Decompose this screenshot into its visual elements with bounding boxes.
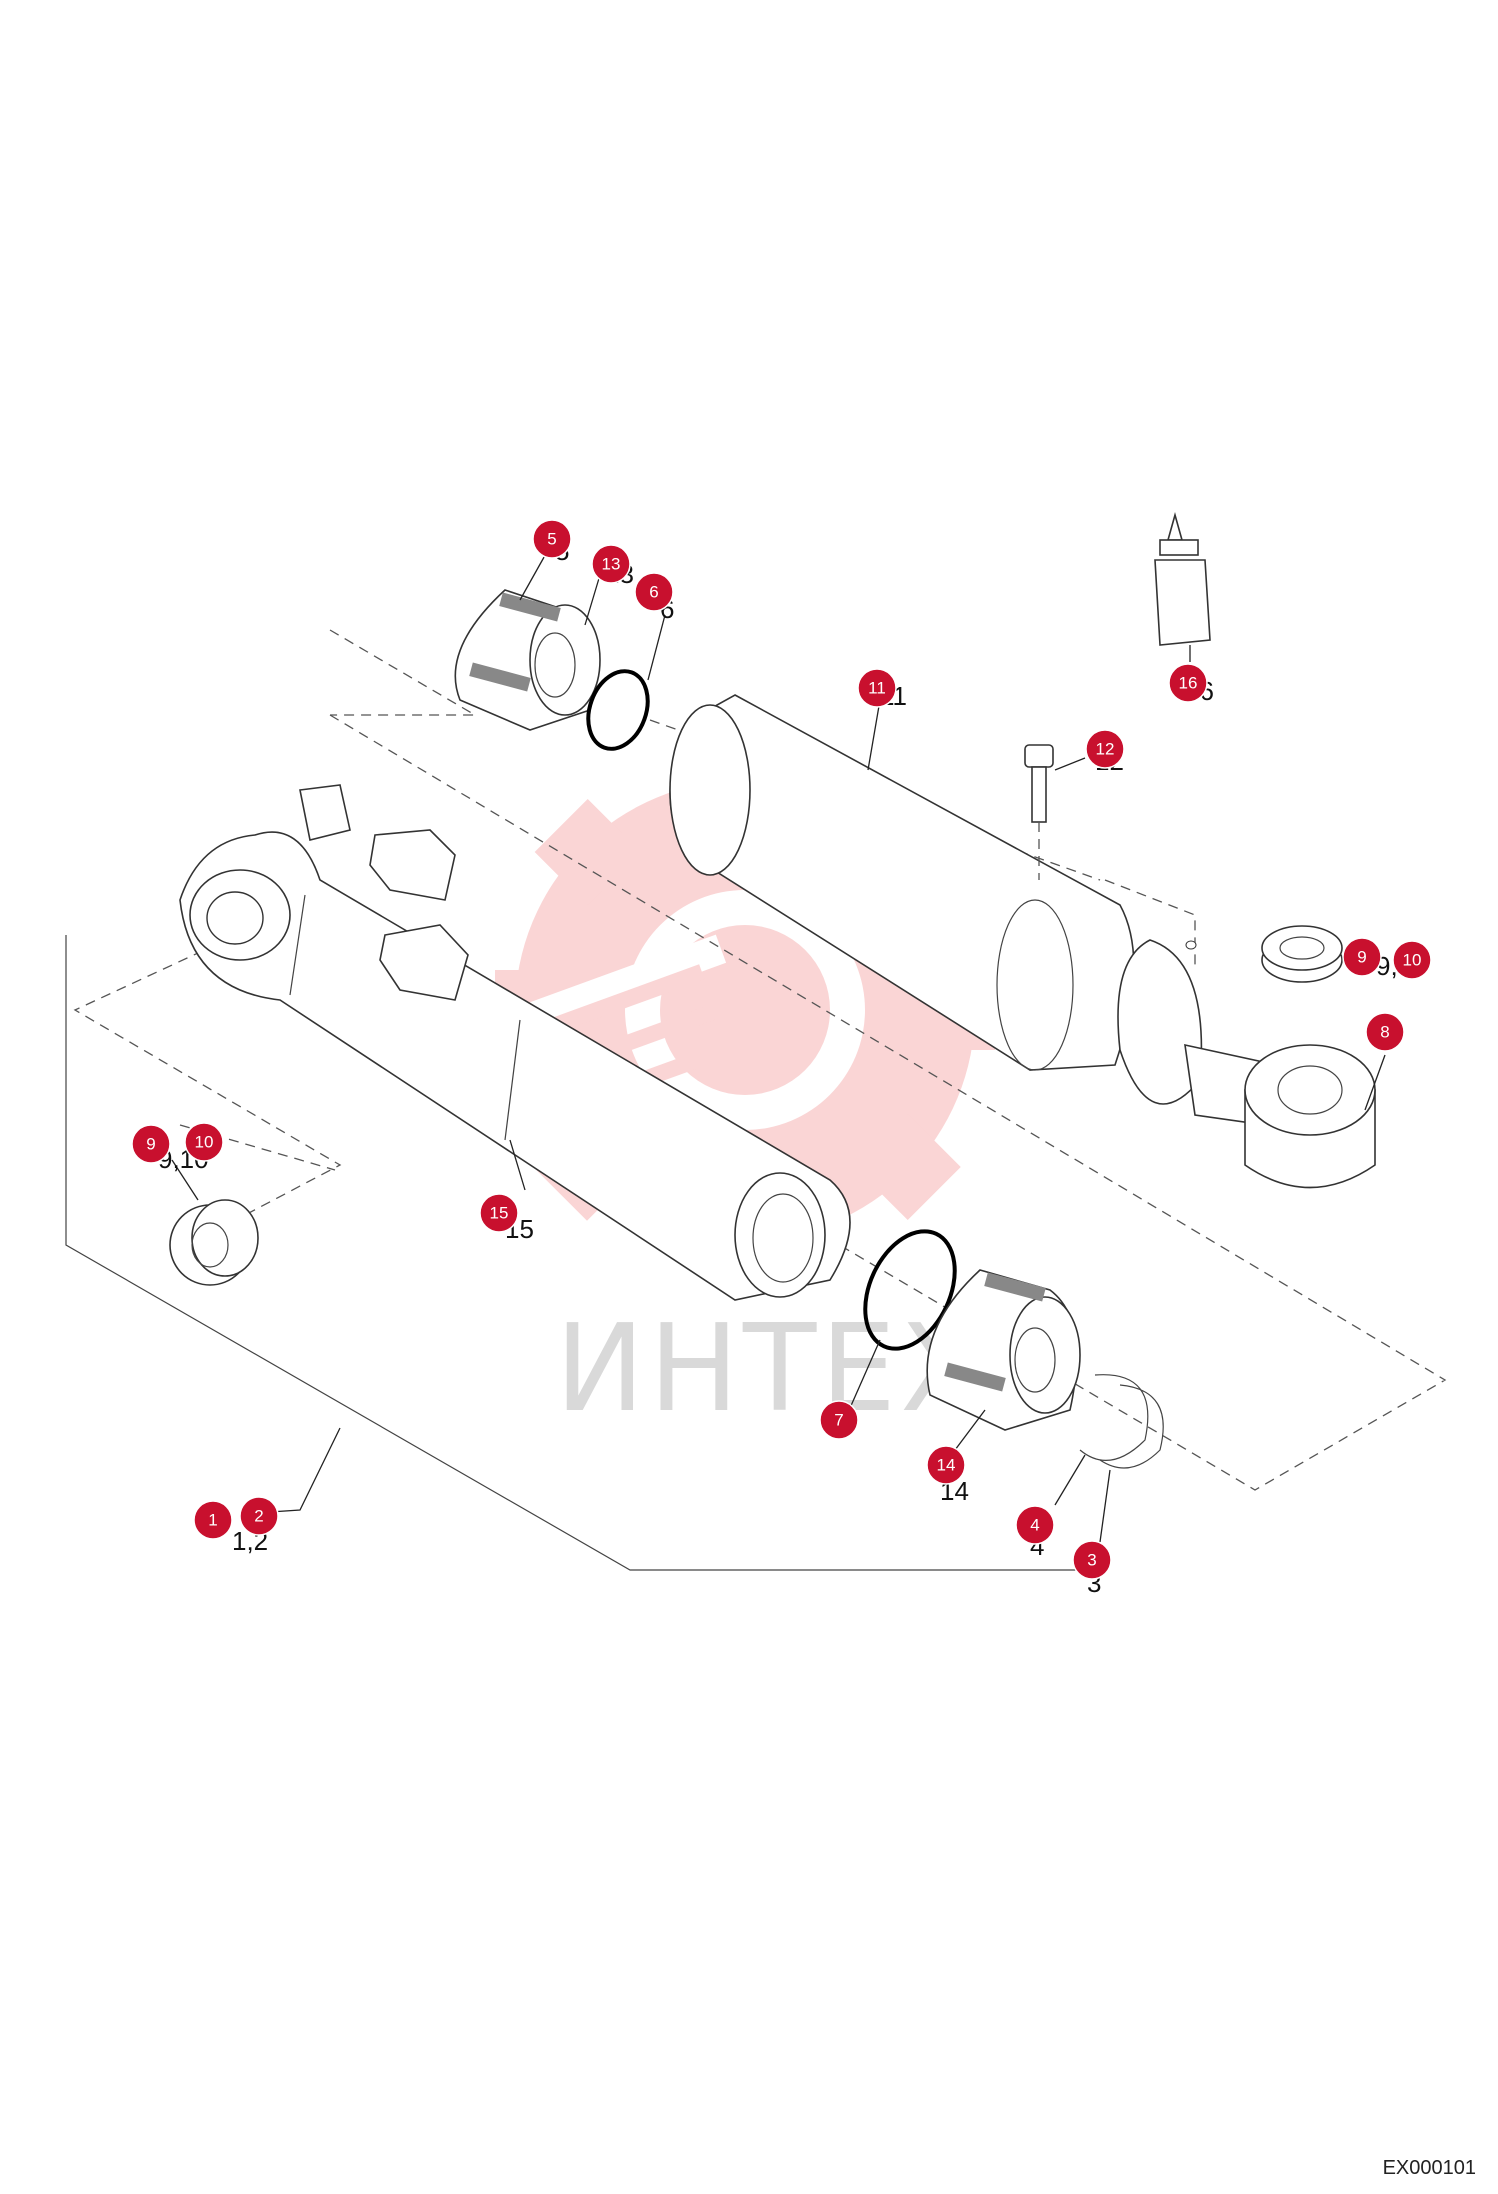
part-13-gland-nut <box>454 589 601 731</box>
callout-5[interactable]: 5 <box>532 519 572 559</box>
callout-13[interactable]: 13 <box>591 544 631 584</box>
svg-text:10: 10 <box>195 1133 214 1152</box>
svg-text:7: 7 <box>834 1411 843 1430</box>
part-16-tube <box>1154 512 1211 646</box>
part-6-o-ring <box>586 669 650 751</box>
svg-text:15: 15 <box>490 1204 509 1223</box>
svg-text:6: 6 <box>649 583 658 602</box>
callout-10-left[interactable]: 10 <box>184 1122 224 1162</box>
svg-text:3: 3 <box>1087 1551 1096 1570</box>
svg-text:13: 13 <box>602 555 621 574</box>
callout-7[interactable]: 7 <box>819 1400 859 1440</box>
svg-text:1: 1 <box>208 1511 217 1530</box>
drawing-code: EX000101 <box>1382 2157 1476 2179</box>
callout-2[interactable]: 2 <box>239 1496 279 1536</box>
part-14-gland-nut <box>926 1269 1081 1431</box>
svg-text:8: 8 <box>1380 1023 1389 1042</box>
svg-text:4: 4 <box>1030 1516 1039 1535</box>
svg-text:5: 5 <box>547 530 556 549</box>
leader-lines <box>509 549 1386 1543</box>
part-7-o-ring <box>863 1229 957 1351</box>
callout-1[interactable]: 1 <box>193 1500 233 1540</box>
callout-11[interactable]: 11 <box>857 668 897 708</box>
svg-text:12: 12 <box>1096 740 1115 759</box>
callout-9-left[interactable]: 9 <box>131 1124 171 1164</box>
callout-9-right[interactable]: 9 <box>1342 937 1382 977</box>
part-3-4-snap-rings <box>1079 1374 1164 1469</box>
callout-16[interactable]: 16 <box>1168 663 1208 703</box>
callout-10-right[interactable]: 10 <box>1392 940 1432 980</box>
callout-14[interactable]: 14 <box>926 1445 966 1485</box>
svg-text:9: 9 <box>146 1135 155 1154</box>
callout-8[interactable]: 8 <box>1365 1012 1405 1052</box>
svg-text:2: 2 <box>254 1507 263 1526</box>
assembly-bracket <box>65 935 1085 1571</box>
part-8-bushing <box>1244 1044 1376 1189</box>
part-12-screw <box>1024 744 1054 880</box>
part-9-10-seal-right <box>1261 925 1343 983</box>
callout-15[interactable]: 15 <box>479 1193 519 1233</box>
svg-text:11: 11 <box>868 679 886 698</box>
part-9-10-seal-left <box>169 1159 259 1286</box>
svg-text:16: 16 <box>1179 674 1198 693</box>
callout-4[interactable]: 4 <box>1015 1505 1055 1545</box>
cylinder-tube <box>179 784 851 1301</box>
callout-3[interactable]: 3 <box>1072 1540 1112 1580</box>
callout-12[interactable]: 12 <box>1085 729 1125 769</box>
callout-6[interactable]: 6 <box>634 572 674 612</box>
watermark-brand-text: ИНТЕХ <box>555 1300 986 1439</box>
svg-text:10: 10 <box>1403 951 1422 970</box>
svg-text:14: 14 <box>937 1456 956 1475</box>
svg-text:9: 9 <box>1357 948 1366 967</box>
